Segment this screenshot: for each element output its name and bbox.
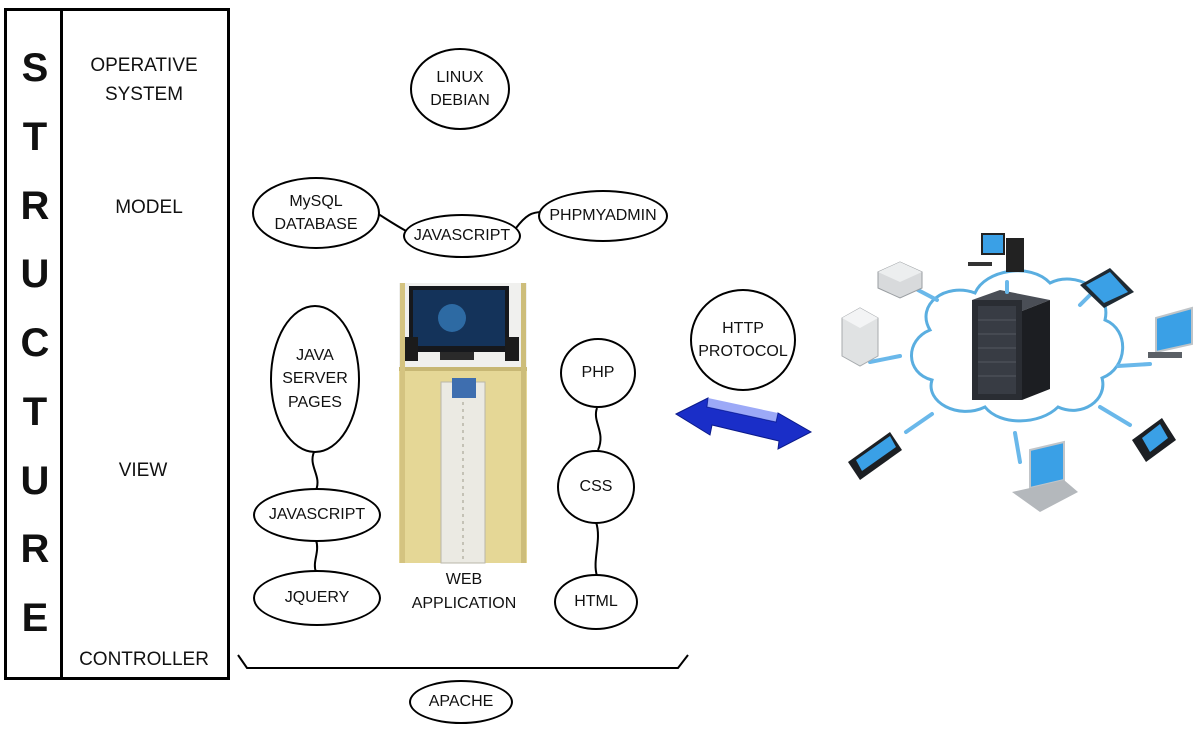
connector-php-css xyxy=(594,407,602,451)
structure-letter: T xyxy=(22,389,48,434)
layer-label-controller: CONTROLLER xyxy=(79,649,209,670)
structure-box xyxy=(4,8,230,680)
node-phpmyadmin: PHPMYADMIN xyxy=(538,190,668,242)
web-application-photo xyxy=(399,283,527,564)
laptop-icon xyxy=(1012,440,1078,512)
connector-jsp-javascript xyxy=(311,451,319,491)
node-linux-debian: LINUX DEBIAN xyxy=(410,48,510,130)
node-html: HTML xyxy=(554,574,638,630)
node-apache: APACHE xyxy=(409,680,513,724)
server-rack-icon xyxy=(972,290,1050,400)
layer-label-view: VIEW xyxy=(118,460,168,481)
network-connections xyxy=(868,280,1152,464)
structure-divider xyxy=(60,8,63,680)
tablet-icon xyxy=(1080,268,1134,308)
node-javascript-model: JAVASCRIPT xyxy=(403,214,521,258)
node-http-protocol: HTTP PROTOCOL xyxy=(690,289,796,391)
controller-brace xyxy=(237,654,689,669)
structure-letter: S xyxy=(21,46,49,90)
node-java-server-pages: JAVA SERVER PAGES xyxy=(270,305,360,453)
smartphone-icon xyxy=(848,432,902,480)
monitor-icon xyxy=(1148,306,1193,358)
desktop-computer-icon xyxy=(968,233,1024,272)
structure-letter: T xyxy=(22,114,48,159)
bidirectional-arrow xyxy=(674,397,813,450)
web-application-caption: WEB APPLICATION xyxy=(411,571,517,612)
node-javascript-view: JAVASCRIPT xyxy=(253,488,381,542)
structure-letter: U xyxy=(20,252,50,297)
node-jquery: JQUERY xyxy=(253,570,381,626)
structure-letter: C xyxy=(20,321,50,365)
connector-javascript-jquery xyxy=(313,539,319,573)
node-php: PHP xyxy=(560,338,636,408)
structure-vertical-title: S T R U C T U R E xyxy=(7,48,63,638)
network-illustration xyxy=(841,233,1193,512)
structure-letter: U xyxy=(20,458,50,503)
connector-css-html xyxy=(594,521,599,577)
structure-letter: R xyxy=(20,183,50,228)
structure-letter: R xyxy=(20,527,50,572)
router-icon xyxy=(877,261,923,299)
node-css: CSS xyxy=(557,450,635,524)
structure-letter: E xyxy=(21,596,49,640)
node-mysql-database: MySQL DATABASE xyxy=(252,177,380,249)
storage-device-icon xyxy=(841,307,879,367)
mobile-phone-icon xyxy=(1132,418,1176,462)
layer-label-model: MODEL xyxy=(115,197,183,218)
layer-label-operative-system: OPERATIVE SYSTEM xyxy=(90,55,198,105)
